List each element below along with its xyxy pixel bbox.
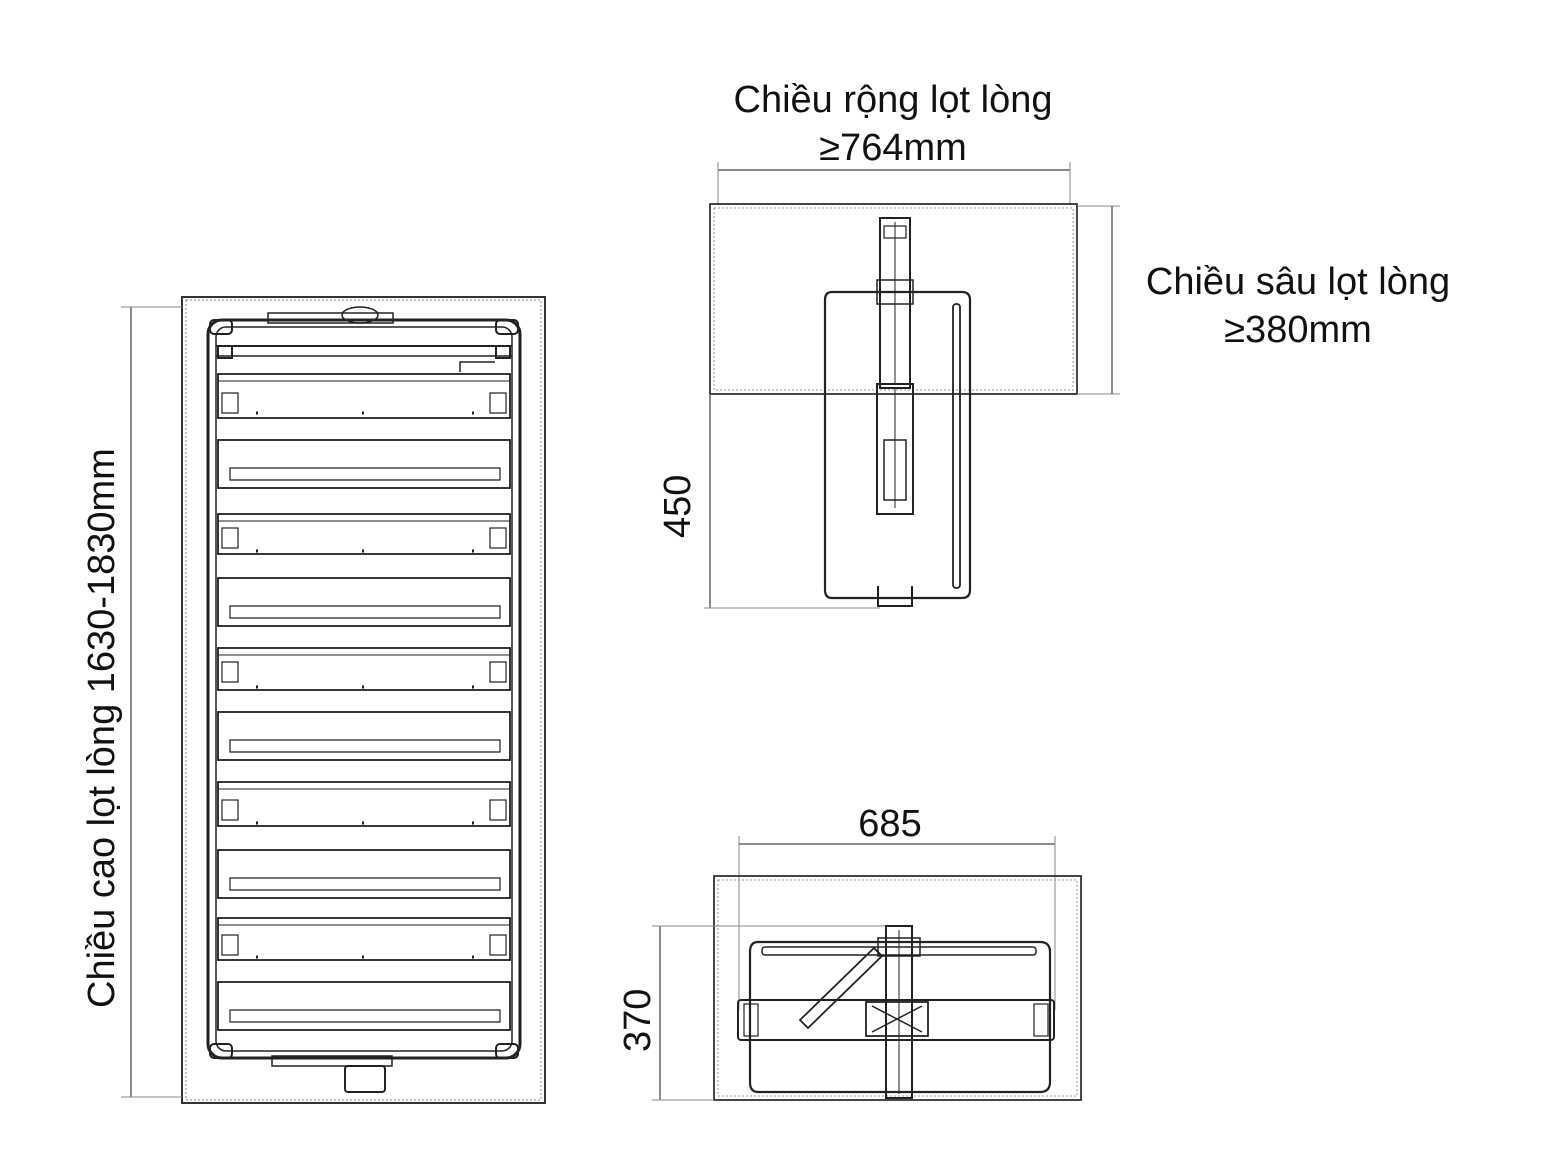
height-label: Chiều cao lọt lòng 1630-1830mm	[81, 448, 123, 1008]
front-view	[121, 296, 546, 1104]
depth-label-line1: Chiều sâu lọt lòng	[1145, 261, 1451, 303]
top-view	[704, 162, 1120, 609]
width-label-line1: Chiều rộng lọt lòng	[733, 79, 1053, 121]
swing-arm	[798, 946, 884, 1030]
cabinet-opening-outline	[181, 296, 546, 1104]
extended-basket	[823, 290, 972, 600]
depth-label-line2: ≥380mm	[1224, 309, 1372, 351]
cabinet-bottom-outline	[713, 875, 1082, 1101]
pantry-frame	[206, 318, 522, 1060]
width-label-line2: ≥764mm	[819, 127, 967, 169]
bottom-view	[652, 836, 1082, 1101]
bottom-depth-label: 370	[617, 988, 659, 1052]
basket-tiers	[217, 373, 511, 1031]
cabinet-top-outline	[709, 203, 1078, 395]
extension-label: 450	[657, 474, 699, 538]
bottom-width-label: 685	[858, 803, 922, 845]
basket-plan	[748, 940, 1052, 1094]
bottom-pivot-block	[344, 1065, 386, 1093]
